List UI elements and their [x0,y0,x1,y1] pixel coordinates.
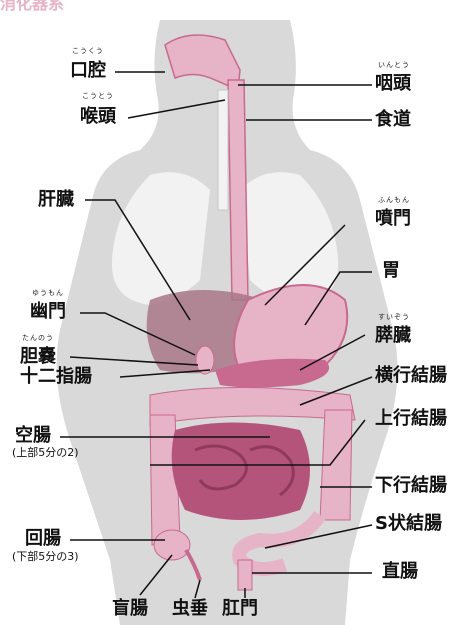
ruby-tannou: たんのう [22,335,54,342]
label-ileum-note: (下部5分の3) [12,551,79,562]
label-pancreas: 膵臓 [375,327,411,345]
ruby-koutou: こうとう [82,93,114,100]
esophagus [228,80,248,300]
ruby-intou: いんとう [378,62,410,69]
title: 消化器系 [0,0,64,13]
page-title: 消化器系 [0,0,64,13]
label-ascending-colon: 上行結腸 [375,410,447,428]
label-gallbladder: 胆嚢 [20,348,56,366]
label-jejunum-note: (上部5分の2) [12,447,79,458]
label-larynx: 喉頭 [80,108,116,126]
rectum [238,560,252,590]
label-pylorus: 幽門 [30,303,66,321]
label-cardia: 噴門 [375,210,411,228]
label-pharynx: 咽頭 [375,75,411,93]
ruby-suizou: すいぞう [378,314,410,321]
label-jejunum: 空腸 [15,427,51,445]
label-transverse-colon: 横行結腸 [375,367,447,385]
label-rectum: 直腸 [382,563,418,581]
label-liver: 肝臓 [38,191,74,209]
label-ileum: 回腸 [25,530,61,548]
trachea [218,90,228,210]
label-esophagus: 食道 [375,111,411,129]
label-appendix: 虫垂 [172,600,208,618]
label-stomach: 胃 [382,262,400,280]
label-cecum: 盲腸 [112,600,148,618]
ruby-yuumon: ゆうもん [32,290,64,297]
ruby-kokuu: こうくう [72,48,104,55]
ruby-funmon: ふんもん [378,197,410,204]
label-sigmoid-colon: S状結腸 [375,515,442,533]
label-descending-colon: 下行結腸 [375,477,447,495]
label-duodenum: 十二指腸 [20,368,92,386]
label-anus: 肛門 [222,600,258,618]
label-oral-cavity: 口腔 [70,62,106,80]
